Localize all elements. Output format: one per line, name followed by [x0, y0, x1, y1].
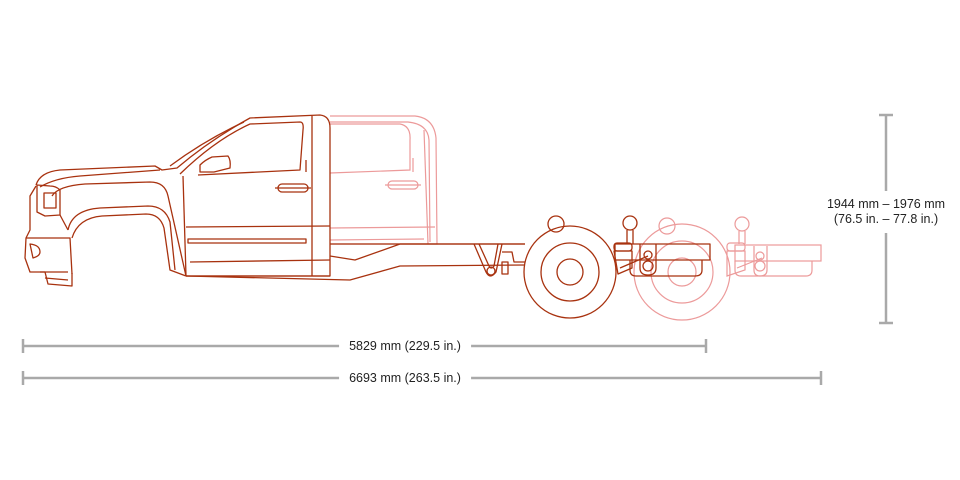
overall-length-label: 6693 mm (263.5 in.) [339, 371, 471, 386]
height-label: 1944 mm – 1976 mm (76.5 in. – 77.8 in.) [826, 191, 946, 233]
primary-truck-outline [24, 114, 711, 319]
cab-length-label: 5829 mm (229.5 in.) [339, 339, 471, 354]
height-label-mm: 1944 mm – 1976 mm [826, 197, 946, 211]
faded-extended-truck-outline [329, 115, 822, 321]
height-label-in: (76.5 in. – 77.8 in.) [833, 212, 939, 226]
